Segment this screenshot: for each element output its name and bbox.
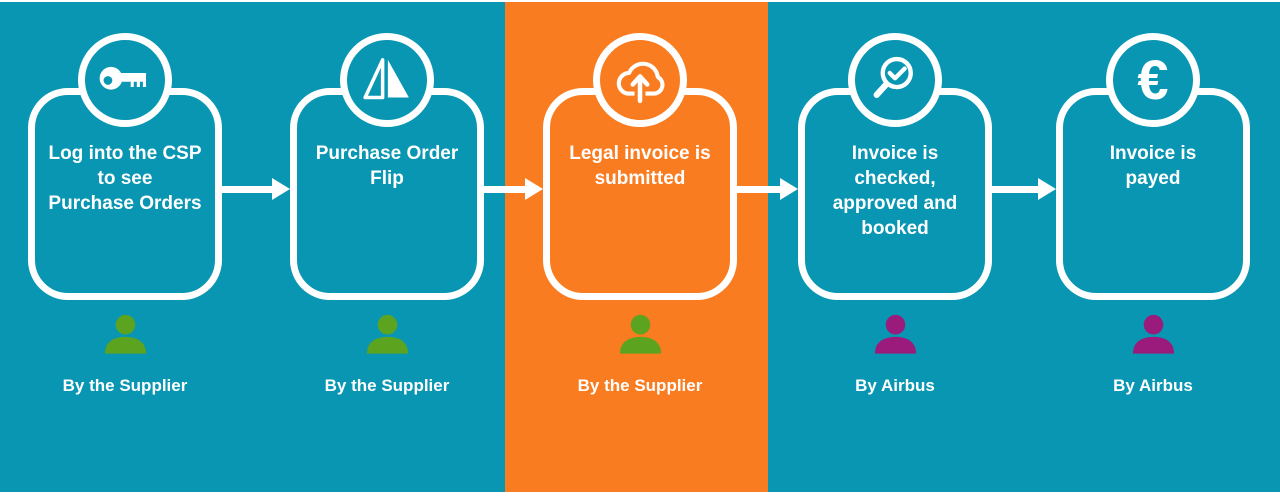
flip-icon: [363, 58, 409, 100]
arrow-head-icon: [1038, 178, 1056, 200]
step-5-invoice-payed: € Invoice is payed By Airbus: [1056, 0, 1250, 497]
arrow-line: [737, 186, 783, 193]
euro-icon: €: [1137, 48, 1169, 111]
step-actor-label: By the Supplier: [62, 376, 188, 395]
person-icon: [1132, 314, 1175, 354]
flow-arrow-3: [737, 178, 798, 200]
flow-arrow-2: [484, 178, 543, 200]
arrow-head-icon: [780, 178, 798, 200]
step-icon-circle: [78, 33, 172, 127]
step-actor-label: By the Supplier: [324, 376, 450, 395]
arrow-head-icon: [525, 178, 543, 200]
person-icon: [874, 314, 917, 354]
step-3-invoice-submitted: Legal invoice is submitted By the Suppli…: [543, 0, 737, 497]
magnifier-check-icon: [873, 56, 913, 98]
step-icon-circle: [340, 33, 434, 127]
arrow-head-icon: [272, 178, 290, 200]
step-title: Invoice is checked, approved and booked: [832, 143, 958, 239]
person-icon: [104, 314, 147, 354]
step-icon-circle: [848, 33, 942, 127]
step-1-login-csp: Log into the CSP to see Purchase Orders …: [28, 0, 222, 497]
step-actor-label: By Airbus: [1113, 376, 1193, 395]
step-4-invoice-checked: Invoice is checked, approved and booked …: [798, 0, 992, 497]
step-2-po-flip: Purchase Order Flip By the Supplier: [290, 0, 484, 497]
key-icon: [99, 66, 146, 90]
step-title: Log into the CSP to see Purchase Orders: [48, 143, 202, 214]
step-title: Legal invoice is submitted: [569, 143, 711, 189]
step-title: Purchase Order Flip: [315, 143, 459, 189]
arrow-line: [222, 186, 275, 193]
step-actor-label: By Airbus: [855, 376, 935, 395]
step-icon-circle: €: [1106, 33, 1200, 127]
arrow-line: [992, 186, 1041, 193]
flow-arrow-4: [992, 178, 1056, 200]
cloud-upload-icon: [616, 61, 665, 104]
person-icon: [619, 314, 662, 354]
flow-arrow-1: [222, 178, 290, 200]
arrow-line: [484, 186, 528, 193]
person-icon: [366, 314, 409, 354]
step-title: Invoice is payed: [1109, 143, 1197, 189]
step-icon-circle: [593, 33, 687, 127]
step-actor-label: By the Supplier: [577, 376, 703, 395]
